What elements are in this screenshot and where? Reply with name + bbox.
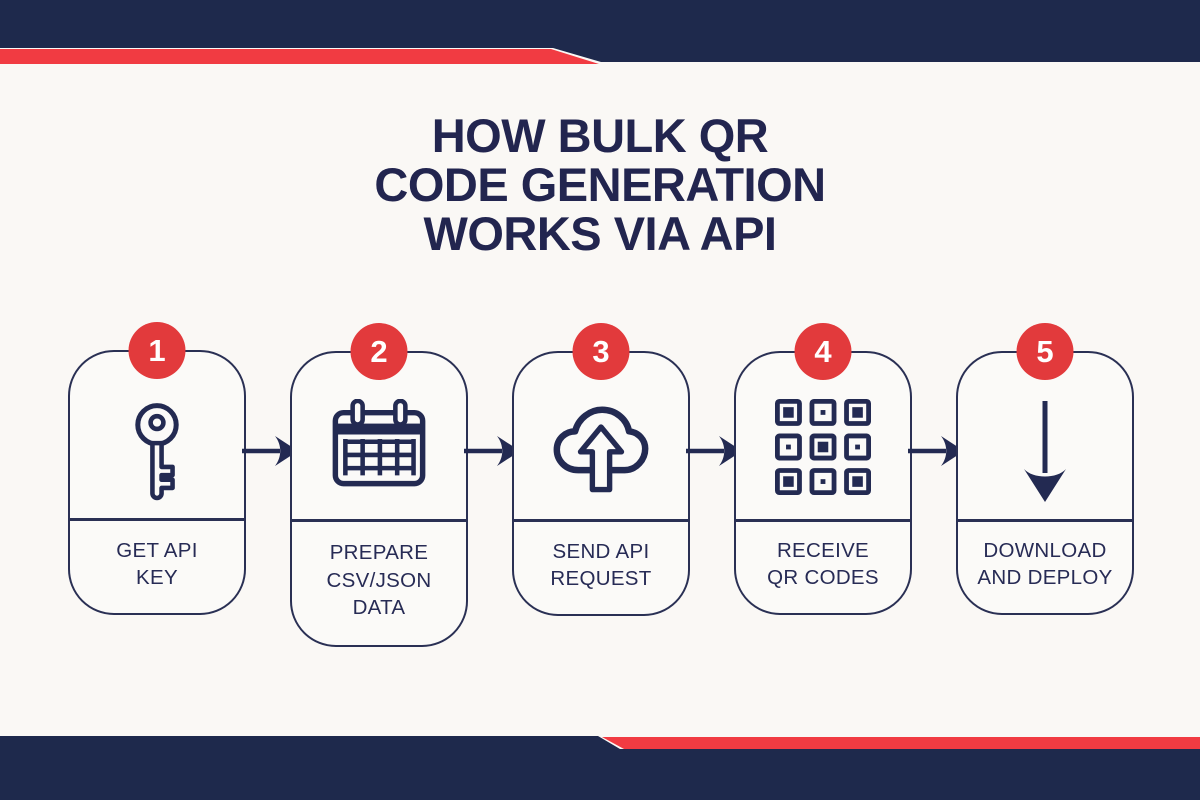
flow-arrow [242,436,298,466]
flow-arrow [686,436,742,466]
step-number: 3 [592,333,610,369]
step-card-4: RECEIVE QR CODES 4 [734,323,912,615]
card-divider [958,519,1132,522]
calendar-data-icon [332,399,426,487]
footer-red-stripe [602,737,1200,749]
flow-arrow [908,436,964,466]
step-icon-area [736,353,910,519]
step-number: 2 [370,333,388,369]
key-icon [135,403,179,501]
cloud-upload-icon [553,406,649,493]
step-number-badge: 2 [350,323,408,380]
flow-arrow [464,436,520,466]
card-divider [292,519,466,522]
step-number-badge: 1 [128,322,186,379]
step-label: DOWNLOAD AND DEPLOY [977,539,1113,590]
page-title: HOW BULK QR CODE GENERATION WORKS VIA AP… [374,109,826,260]
step-icon-area [70,352,244,518]
step-icon-area [292,353,466,519]
step-number-badge: 5 [1016,323,1074,380]
header-red-stripe [0,49,599,64]
download-arrow-icon [1024,401,1066,502]
card-divider [514,519,688,522]
header-band [0,0,1200,64]
step-number-badge: 3 [572,323,630,380]
step-label: RECEIVE QR CODES [767,539,879,590]
step-card-5: DOWNLOAD AND DEPLOY 5 [956,323,1134,615]
step-number: 4 [814,333,832,369]
step-card-1: 1 GET API KEY [68,322,246,615]
step-card-3: SEND API REQUEST 3 [512,323,690,616]
qr-code-icon [775,399,871,495]
card-divider [70,518,244,521]
step-icon-area [958,353,1132,519]
step-card-2: 2 PREPARE CSV/JSON DATA [290,323,468,647]
step-icon-area [514,353,688,519]
footer-band [0,736,1200,800]
step-label: PREPARE CSV/JSON DATA [326,541,432,619]
step-number: 1 [148,332,166,368]
step-number-badge: 4 [794,323,852,380]
step-label: GET API KEY [116,538,198,589]
step-number: 5 [1036,333,1054,369]
card-divider [736,519,910,522]
step-label: SEND API REQUEST [550,539,652,590]
